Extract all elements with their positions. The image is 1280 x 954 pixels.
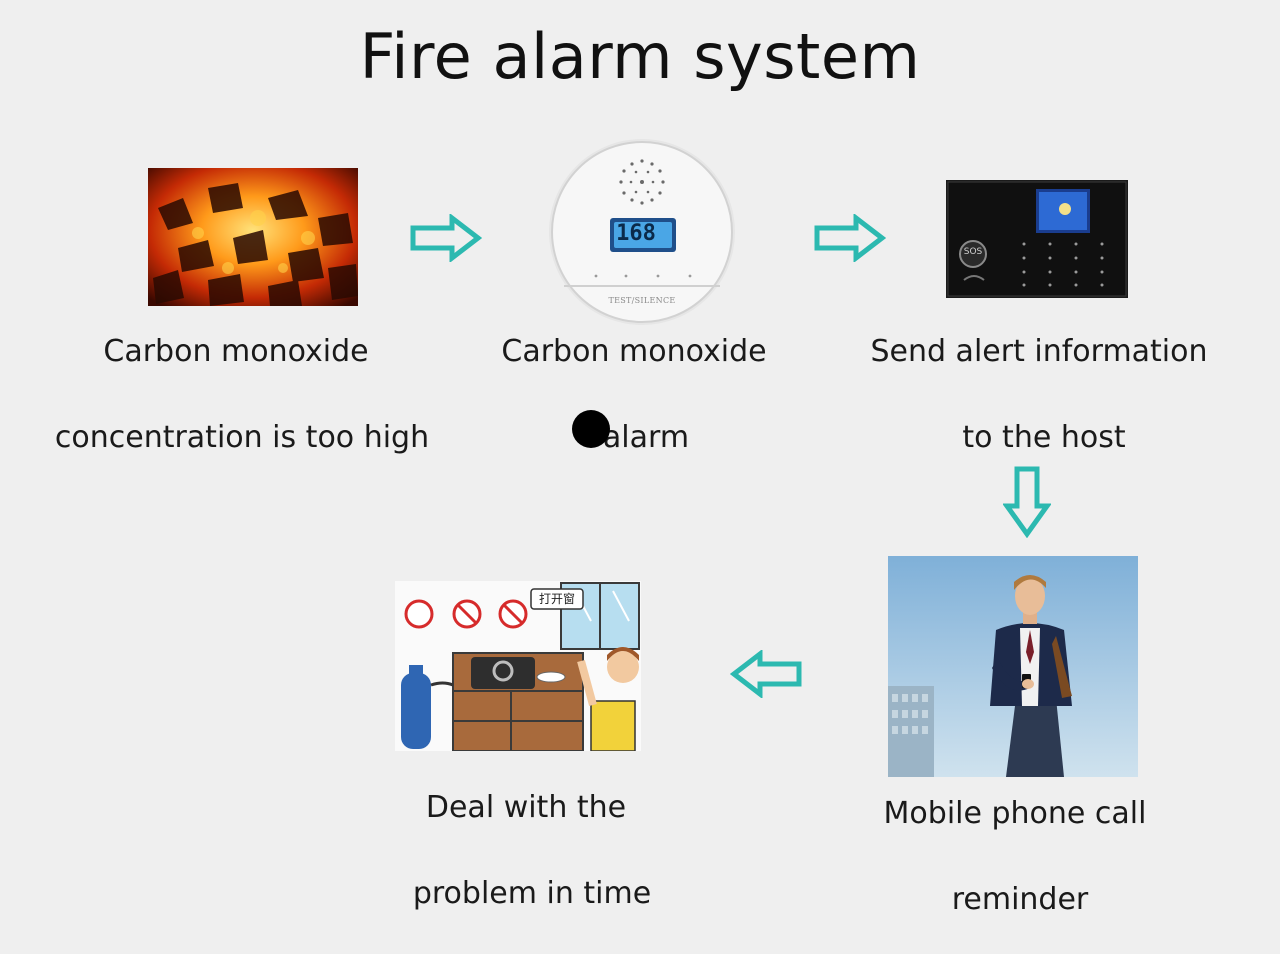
gas-safety-illustration: 打开窗 xyxy=(395,581,641,751)
burning-coals-image xyxy=(148,168,358,306)
step-5-caption-line1: Deal with the xyxy=(425,790,627,825)
page-title: Fire alarm system xyxy=(359,20,921,93)
man-with-phone-image xyxy=(888,556,1138,777)
right-arrow-icon xyxy=(410,214,482,262)
co-detector-image: 168 TEST/SILENCE xyxy=(544,138,744,328)
black-dot-marker xyxy=(572,410,610,448)
left-arrow-icon xyxy=(730,650,802,698)
down-arrow-icon xyxy=(1003,466,1051,538)
right-arrow-icon xyxy=(814,214,886,262)
step-1-caption-line2: concentration is too high xyxy=(54,420,430,455)
detector-display: 168 xyxy=(616,221,656,246)
step-3-caption-line2: to the host xyxy=(962,420,1126,455)
step-3-caption-line1: Send alert information xyxy=(870,334,1208,369)
step-5-caption-line2: problem in time xyxy=(412,876,652,911)
detector-test-button-label: TEST/SILENCE xyxy=(608,296,676,305)
step-1-caption-line1: Carbon monoxide xyxy=(103,334,369,369)
step-2-caption-line2: alarm xyxy=(602,420,690,455)
step-4-caption-line2: reminder xyxy=(951,882,1089,917)
alarm-host-panel-image: SOS xyxy=(946,180,1128,298)
step-4-caption-line1: Mobile phone call xyxy=(883,796,1147,831)
step-2-caption-line1: Carbon monoxide xyxy=(501,334,767,369)
open-window-sign: 打开窗 xyxy=(538,592,575,606)
sos-button-label: SOS xyxy=(963,247,983,257)
